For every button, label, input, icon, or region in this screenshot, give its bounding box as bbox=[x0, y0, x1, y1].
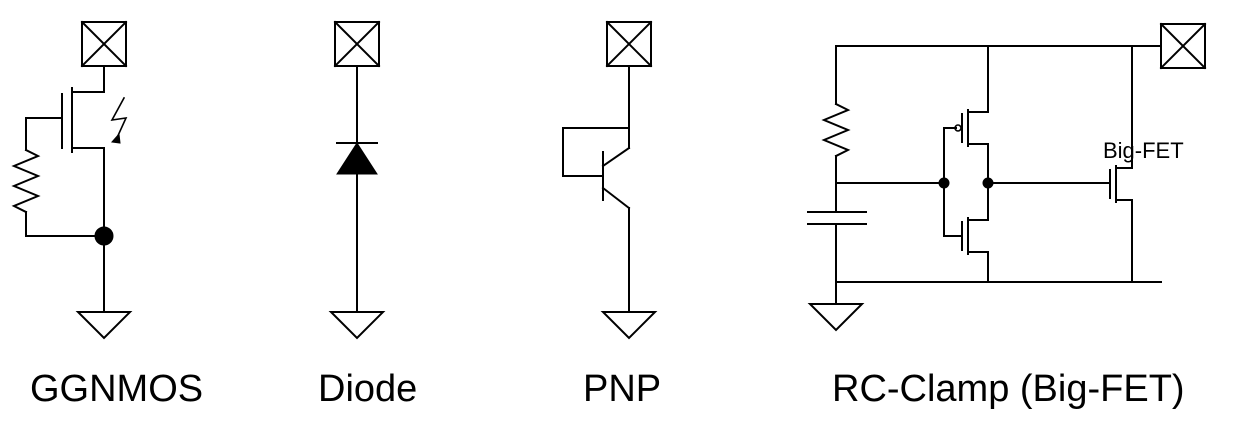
pnp-emitter bbox=[601, 146, 631, 168]
pnp-label: PNP bbox=[583, 368, 662, 410]
diode-icon bbox=[336, 142, 378, 175]
rc-clamp-circuit bbox=[807, 22, 1207, 332]
ggnmos-ground-icon bbox=[75, 311, 133, 340]
big-fet-label: Big-FET bbox=[1103, 138, 1184, 163]
ggnmos-circuit bbox=[11, 20, 133, 340]
rc-clamp-label: RC-Clamp (Big-FET) bbox=[832, 368, 1185, 410]
pnp-ground-icon bbox=[600, 311, 658, 340]
esd-lightning-icon bbox=[110, 96, 128, 144]
ggnmos-pad bbox=[80, 20, 128, 68]
diode-label: Diode bbox=[318, 368, 418, 410]
pnp-collector bbox=[601, 186, 631, 210]
pnp-circuit bbox=[562, 20, 658, 340]
diode-circuit bbox=[328, 20, 386, 340]
diode-pad bbox=[333, 20, 381, 68]
big-fet-transistor bbox=[1109, 45, 1133, 283]
pnp-pad bbox=[605, 20, 653, 68]
diode-ground-icon bbox=[328, 311, 386, 340]
ggnmos-resistor bbox=[11, 148, 41, 214]
rc-resistor bbox=[821, 102, 851, 158]
rc-clamp-ground-icon bbox=[807, 303, 865, 332]
ggnmos-label: GGNMOS bbox=[30, 368, 204, 410]
rc-clamp-pad bbox=[1159, 22, 1207, 70]
